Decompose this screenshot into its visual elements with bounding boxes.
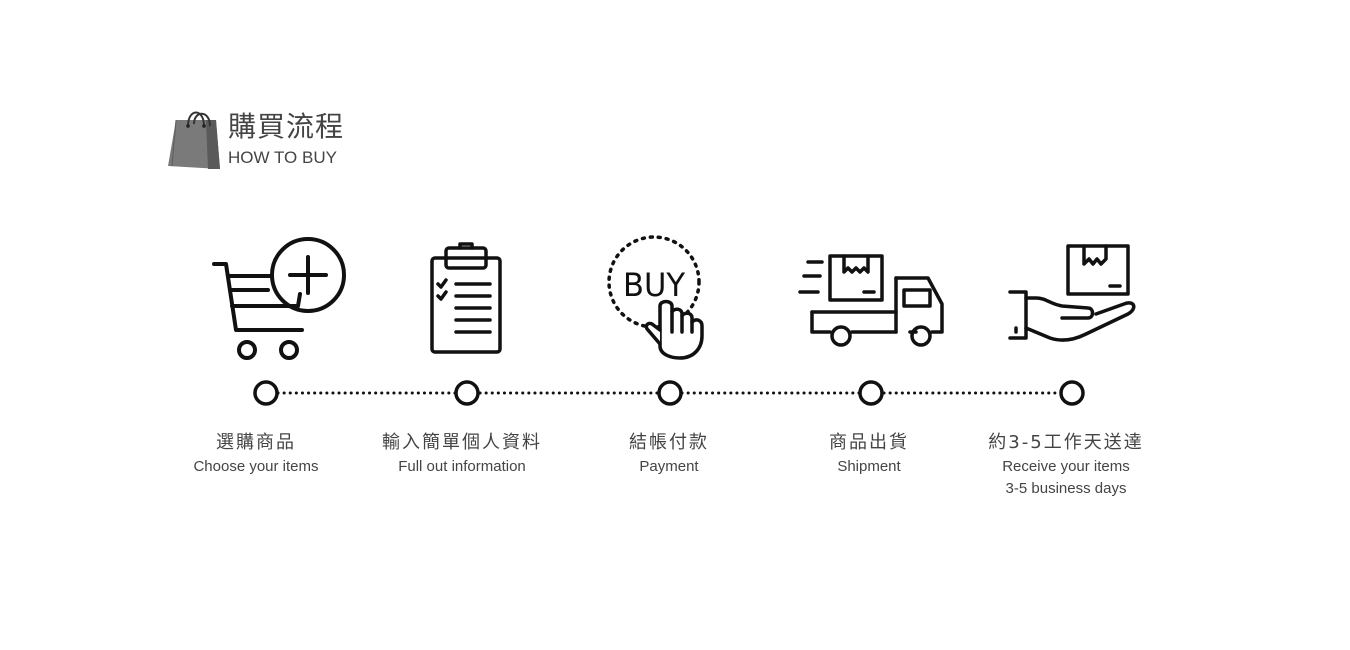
step-labels: 選購商品 Choose your items 輸入簡單個人資料 Full out… — [0, 430, 1350, 520]
step-subtitle: Payment — [639, 458, 699, 475]
step-title: 結帳付款 — [629, 432, 709, 453]
page-subtitle: HOW TO BUY — [228, 148, 337, 167]
step-title: 商品出貨 — [829, 432, 909, 453]
shopping-bag-icon — [168, 111, 220, 169]
step-title: 約3-5工作天送達 — [988, 432, 1144, 453]
page-header: 購買流程 HOW TO BUY — [168, 106, 428, 172]
cart-plus-icon — [212, 237, 346, 360]
page-title: 購買流程 — [228, 110, 345, 143]
hand-package-icon — [1008, 244, 1136, 342]
step-subtitle: Shipment — [837, 458, 901, 475]
delivery-truck-icon — [798, 254, 944, 347]
step-title: 輸入簡單個人資料 — [382, 432, 542, 453]
step-1: 選購商品 Choose your items — [146, 430, 366, 478]
progress-timeline — [253, 380, 1085, 406]
step-4: 商品出貨 Shipment — [759, 430, 979, 478]
step-subtitle-2: 3-5 business days — [1005, 480, 1127, 497]
step-3: 結帳付款 Payment — [559, 430, 779, 478]
buy-badge-text: BUY — [623, 266, 685, 304]
step-subtitle: Receive your items — [1002, 458, 1130, 475]
step-subtitle: Choose your items — [193, 458, 319, 475]
step-5: 約3-5工作天送達 Receive your items 3-5 busines… — [956, 430, 1176, 500]
step-subtitle: Full out information — [398, 458, 526, 475]
timeline-node-3 — [657, 380, 683, 406]
timeline-node-5 — [1059, 380, 1085, 406]
timeline-node-2 — [454, 380, 480, 406]
buy-click-icon: BUY — [607, 235, 704, 360]
timeline-node-4 — [858, 380, 884, 406]
clipboard-checklist-icon — [430, 242, 502, 354]
step-icons: BUY — [0, 230, 1350, 370]
timeline-node-1 — [253, 380, 279, 406]
step-2: 輸入簡單個人資料 Full out information — [352, 430, 572, 478]
step-title: 選購商品 — [216, 432, 296, 453]
